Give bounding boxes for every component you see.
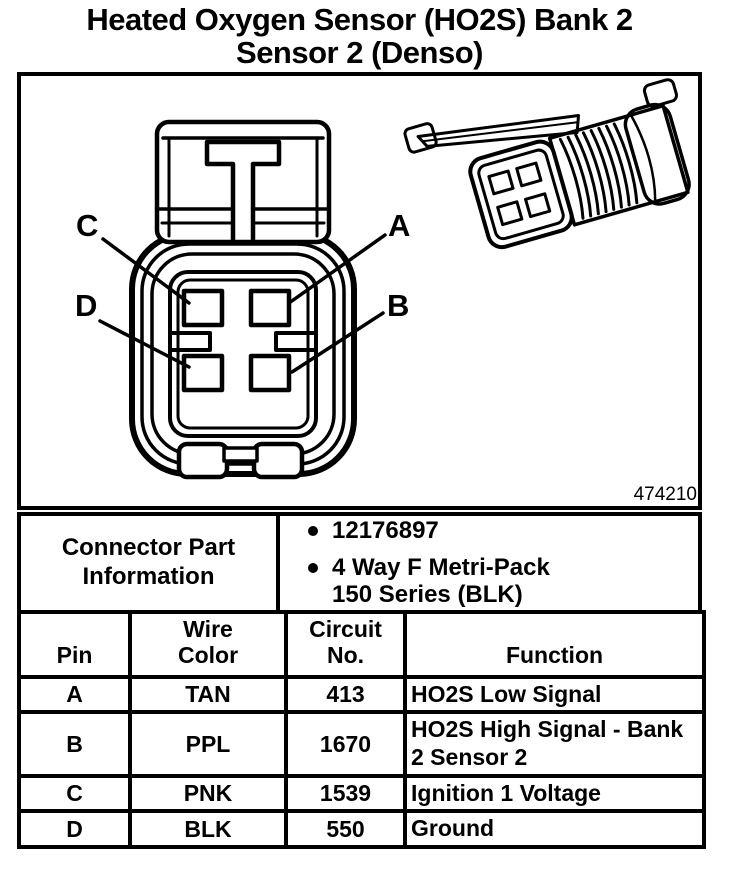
pin-cell: A [17, 674, 132, 715]
circuit-cell: 413 [284, 674, 407, 715]
connector-part-info-heading-cell: Connector Part Information [21, 516, 280, 610]
callout-labels: C A D B [75, 208, 410, 323]
connector-part-info-details-cell: 12176897 4 Way F Metri-Pack 150 Series (… [280, 516, 698, 610]
pinout-table: Pin Wire Color Circuit No. Function A TA… [17, 610, 706, 849]
callout-c-label: C [76, 208, 98, 243]
pin-cavity-c [181, 288, 225, 328]
pin-cavity-d [181, 353, 225, 393]
pin-cavity-b [248, 353, 292, 393]
table-row-pin-a: A TAN 413 HO2S Low Signal [17, 674, 706, 715]
function-cell: Ground [403, 809, 706, 849]
connector-series-text: 4 Way F Metri-Pack 150 Series (BLK) [332, 553, 550, 609]
connector-face-view [129, 119, 357, 480]
bullet-dot-icon [308, 562, 318, 573]
function-cell: Ignition 1 Voltage [403, 773, 706, 814]
table-row-pin-d: D BLK 550 Ground [17, 809, 706, 849]
connector-iso-view [403, 78, 691, 250]
connector-diagram-svg: C A D B 474210 [75, 78, 697, 505]
leader-line-a [287, 233, 387, 305]
circuit-cell: 1670 [284, 710, 407, 778]
pin-cell: D [17, 809, 132, 849]
connector-part-info-heading: Connector Part Information [61, 534, 236, 590]
callout-d-label: D [75, 288, 97, 323]
wire-color-cell: PPL [128, 710, 288, 778]
wire-color-column-header: Wire Color [128, 610, 288, 679]
pin-cavity-a [248, 288, 292, 328]
connector-figure: C A D B 474210 [17, 72, 702, 510]
circuit-cell: 550 [284, 809, 407, 849]
function-column-header: Function [403, 610, 706, 679]
callout-a-label: A [388, 208, 410, 243]
leader-line-c [101, 237, 191, 305]
circuit-cell: 1539 [284, 773, 407, 814]
pin-cavities [181, 288, 292, 393]
pin-cell: B [17, 710, 132, 778]
leader-line-d [98, 319, 191, 369]
pin-column-header: Pin [17, 610, 132, 679]
figure-number: 474210 [634, 484, 697, 505]
wire-color-cell: TAN [128, 674, 288, 715]
page-title: Heated Oxygen Sensor (HO2S) Bank 2 Senso… [86, 2, 633, 70]
connector-latch [154, 119, 332, 245]
wire-color-cell: BLK [128, 809, 288, 849]
function-cell: HO2S Low Signal [403, 674, 706, 715]
table-row-pin-c: C PNK 1539 Ignition 1 Voltage [17, 773, 706, 814]
function-cell: HO2S High Signal - Bank 2 Sensor 2 [403, 710, 706, 778]
part-number-text: 12176897 [332, 517, 439, 545]
callout-leaders [98, 233, 387, 374]
pinout-table-header-row: Pin Wire Color Circuit No. Function [17, 610, 706, 679]
connector-part-info-section: Connector Part Information 12176897 4 Wa… [17, 512, 702, 614]
part-number-item: 12176897 [308, 517, 698, 545]
table-row-pin-b: B PPL 1670 HO2S High Signal - Bank 2 Sen… [17, 710, 706, 778]
connector-series-item: 4 Way F Metri-Pack 150 Series (BLK) [308, 554, 698, 609]
callout-b-label: B [387, 288, 409, 323]
wire-color-cell: PNK [128, 773, 288, 814]
circuit-no-column-header: Circuit No. [284, 610, 407, 679]
leader-line-b [290, 311, 385, 374]
pin-cell: C [17, 773, 132, 814]
bullet-dot-icon [308, 526, 318, 537]
